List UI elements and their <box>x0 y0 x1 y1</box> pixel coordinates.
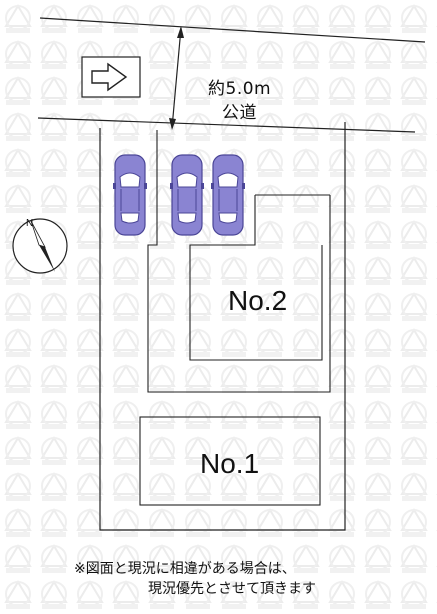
parked-car-icon <box>211 154 245 236</box>
site-boundary <box>99 122 346 531</box>
road-edge-near <box>37 117 416 133</box>
lot-1-building <box>139 416 321 506</box>
disclaimer-line-2: 現況優先とさせて頂きます <box>148 581 316 597</box>
lot-1-label: No.1 <box>200 448 260 479</box>
lot-2-building <box>189 195 323 361</box>
parked-car-icon <box>170 154 204 236</box>
road-type-label: 公道 <box>222 103 257 123</box>
road-width-arrow <box>169 26 184 130</box>
lot-2-boundary <box>147 130 331 393</box>
disclaimer-line-1: ※図面と現況に相違がある場合は、 <box>74 561 296 577</box>
road-edge-far <box>39 17 426 43</box>
compass-icon <box>12 218 68 274</box>
entrance-arrow-icon <box>81 56 141 98</box>
compass-north-label: N <box>26 218 33 229</box>
parking-cars <box>113 154 245 236</box>
parked-car-icon <box>113 154 147 236</box>
road-width-label: 約5.0m <box>208 79 272 99</box>
lot-2-label: No.2 <box>228 285 288 316</box>
